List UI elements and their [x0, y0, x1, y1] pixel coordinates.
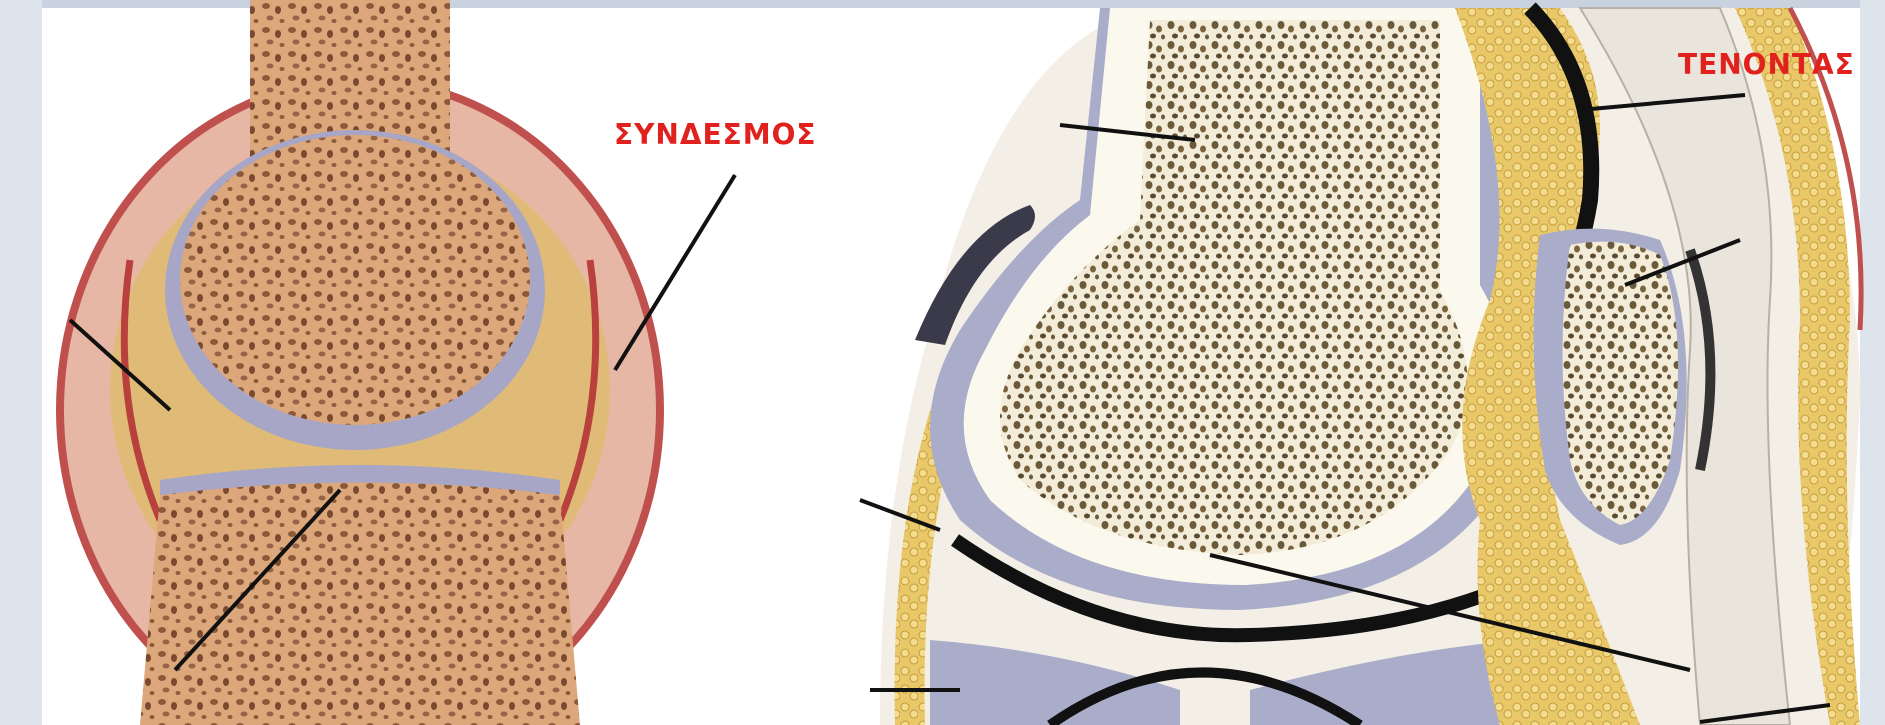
- ligament-label: ΣΥΝΔΕΣΜΟΣ: [614, 118, 817, 151]
- left-joint-figure: [60, 0, 735, 725]
- upper-bone-head: [180, 135, 530, 425]
- right-knee-figure: [860, 8, 1861, 725]
- patella: [1563, 242, 1679, 525]
- slide-right-edge: [1860, 0, 1885, 725]
- lower-bone: [140, 483, 580, 725]
- slide-left-edge: [0, 0, 42, 725]
- tendon-label: ΤΕΝΟΝΤΑΣ: [1678, 48, 1855, 81]
